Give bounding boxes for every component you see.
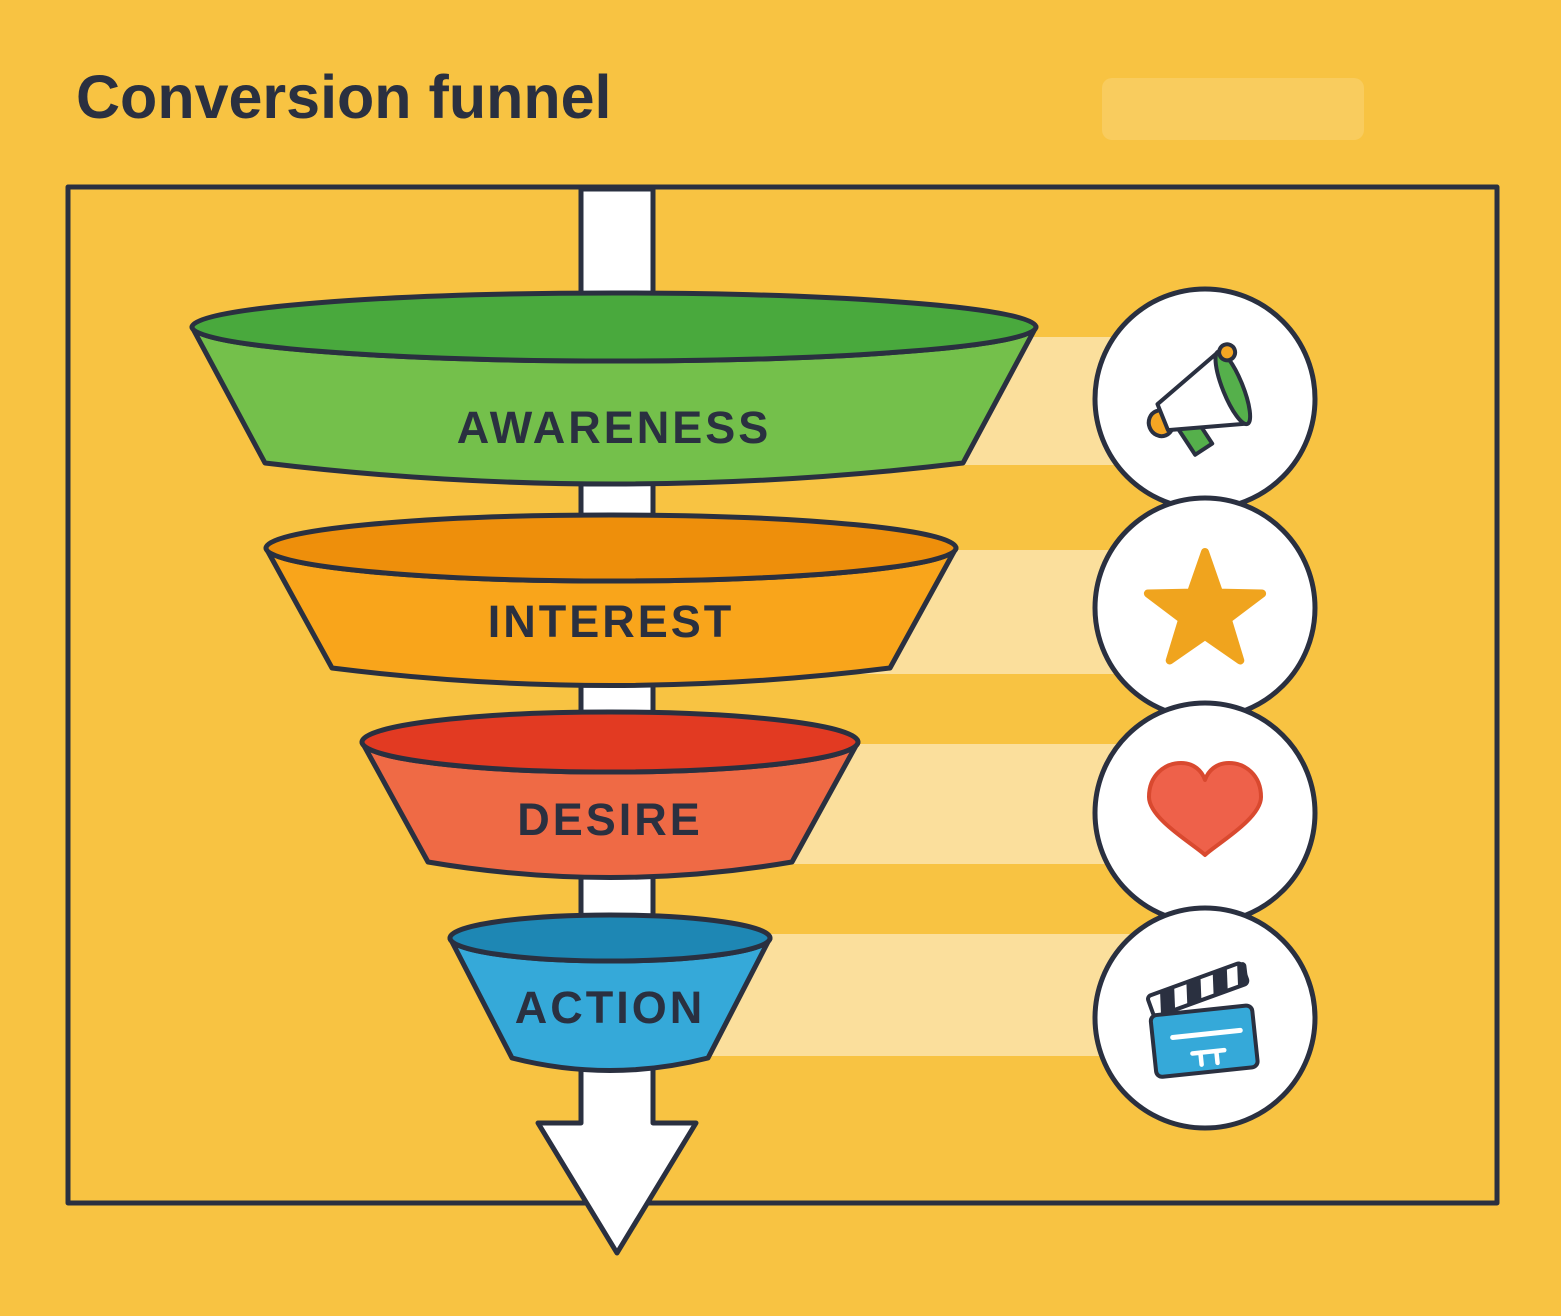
funnel-stage-top <box>447 912 773 964</box>
faded-watermark <box>1102 78 1364 140</box>
funnel-stage-interest: INTEREST <box>263 512 959 688</box>
star-icon <box>1143 548 1267 665</box>
stage-label-awareness: AWARENESS <box>457 402 772 453</box>
heart-icon <box>1147 761 1263 857</box>
funnel-stage-awareness: AWARENESS <box>189 290 1039 487</box>
clapperboard-icon <box>1146 961 1260 1079</box>
megaphone-icon <box>1146 342 1253 457</box>
icon-column <box>1092 286 1318 1131</box>
page-title: Conversion funnel <box>76 63 612 131</box>
stage-label-action: ACTION <box>515 982 706 1033</box>
funnel-stage-top <box>359 709 861 775</box>
funnel-stage-action: ACTION <box>447 912 773 1073</box>
funnel-stage-top <box>189 290 1039 364</box>
stage-label-desire: DESIRE <box>517 794 703 845</box>
funnel-stage-top <box>263 512 959 584</box>
stage-label-interest: INTEREST <box>488 596 735 647</box>
diagram-frame <box>65 184 1500 1206</box>
funnel-stage-desire: DESIRE <box>359 709 861 880</box>
